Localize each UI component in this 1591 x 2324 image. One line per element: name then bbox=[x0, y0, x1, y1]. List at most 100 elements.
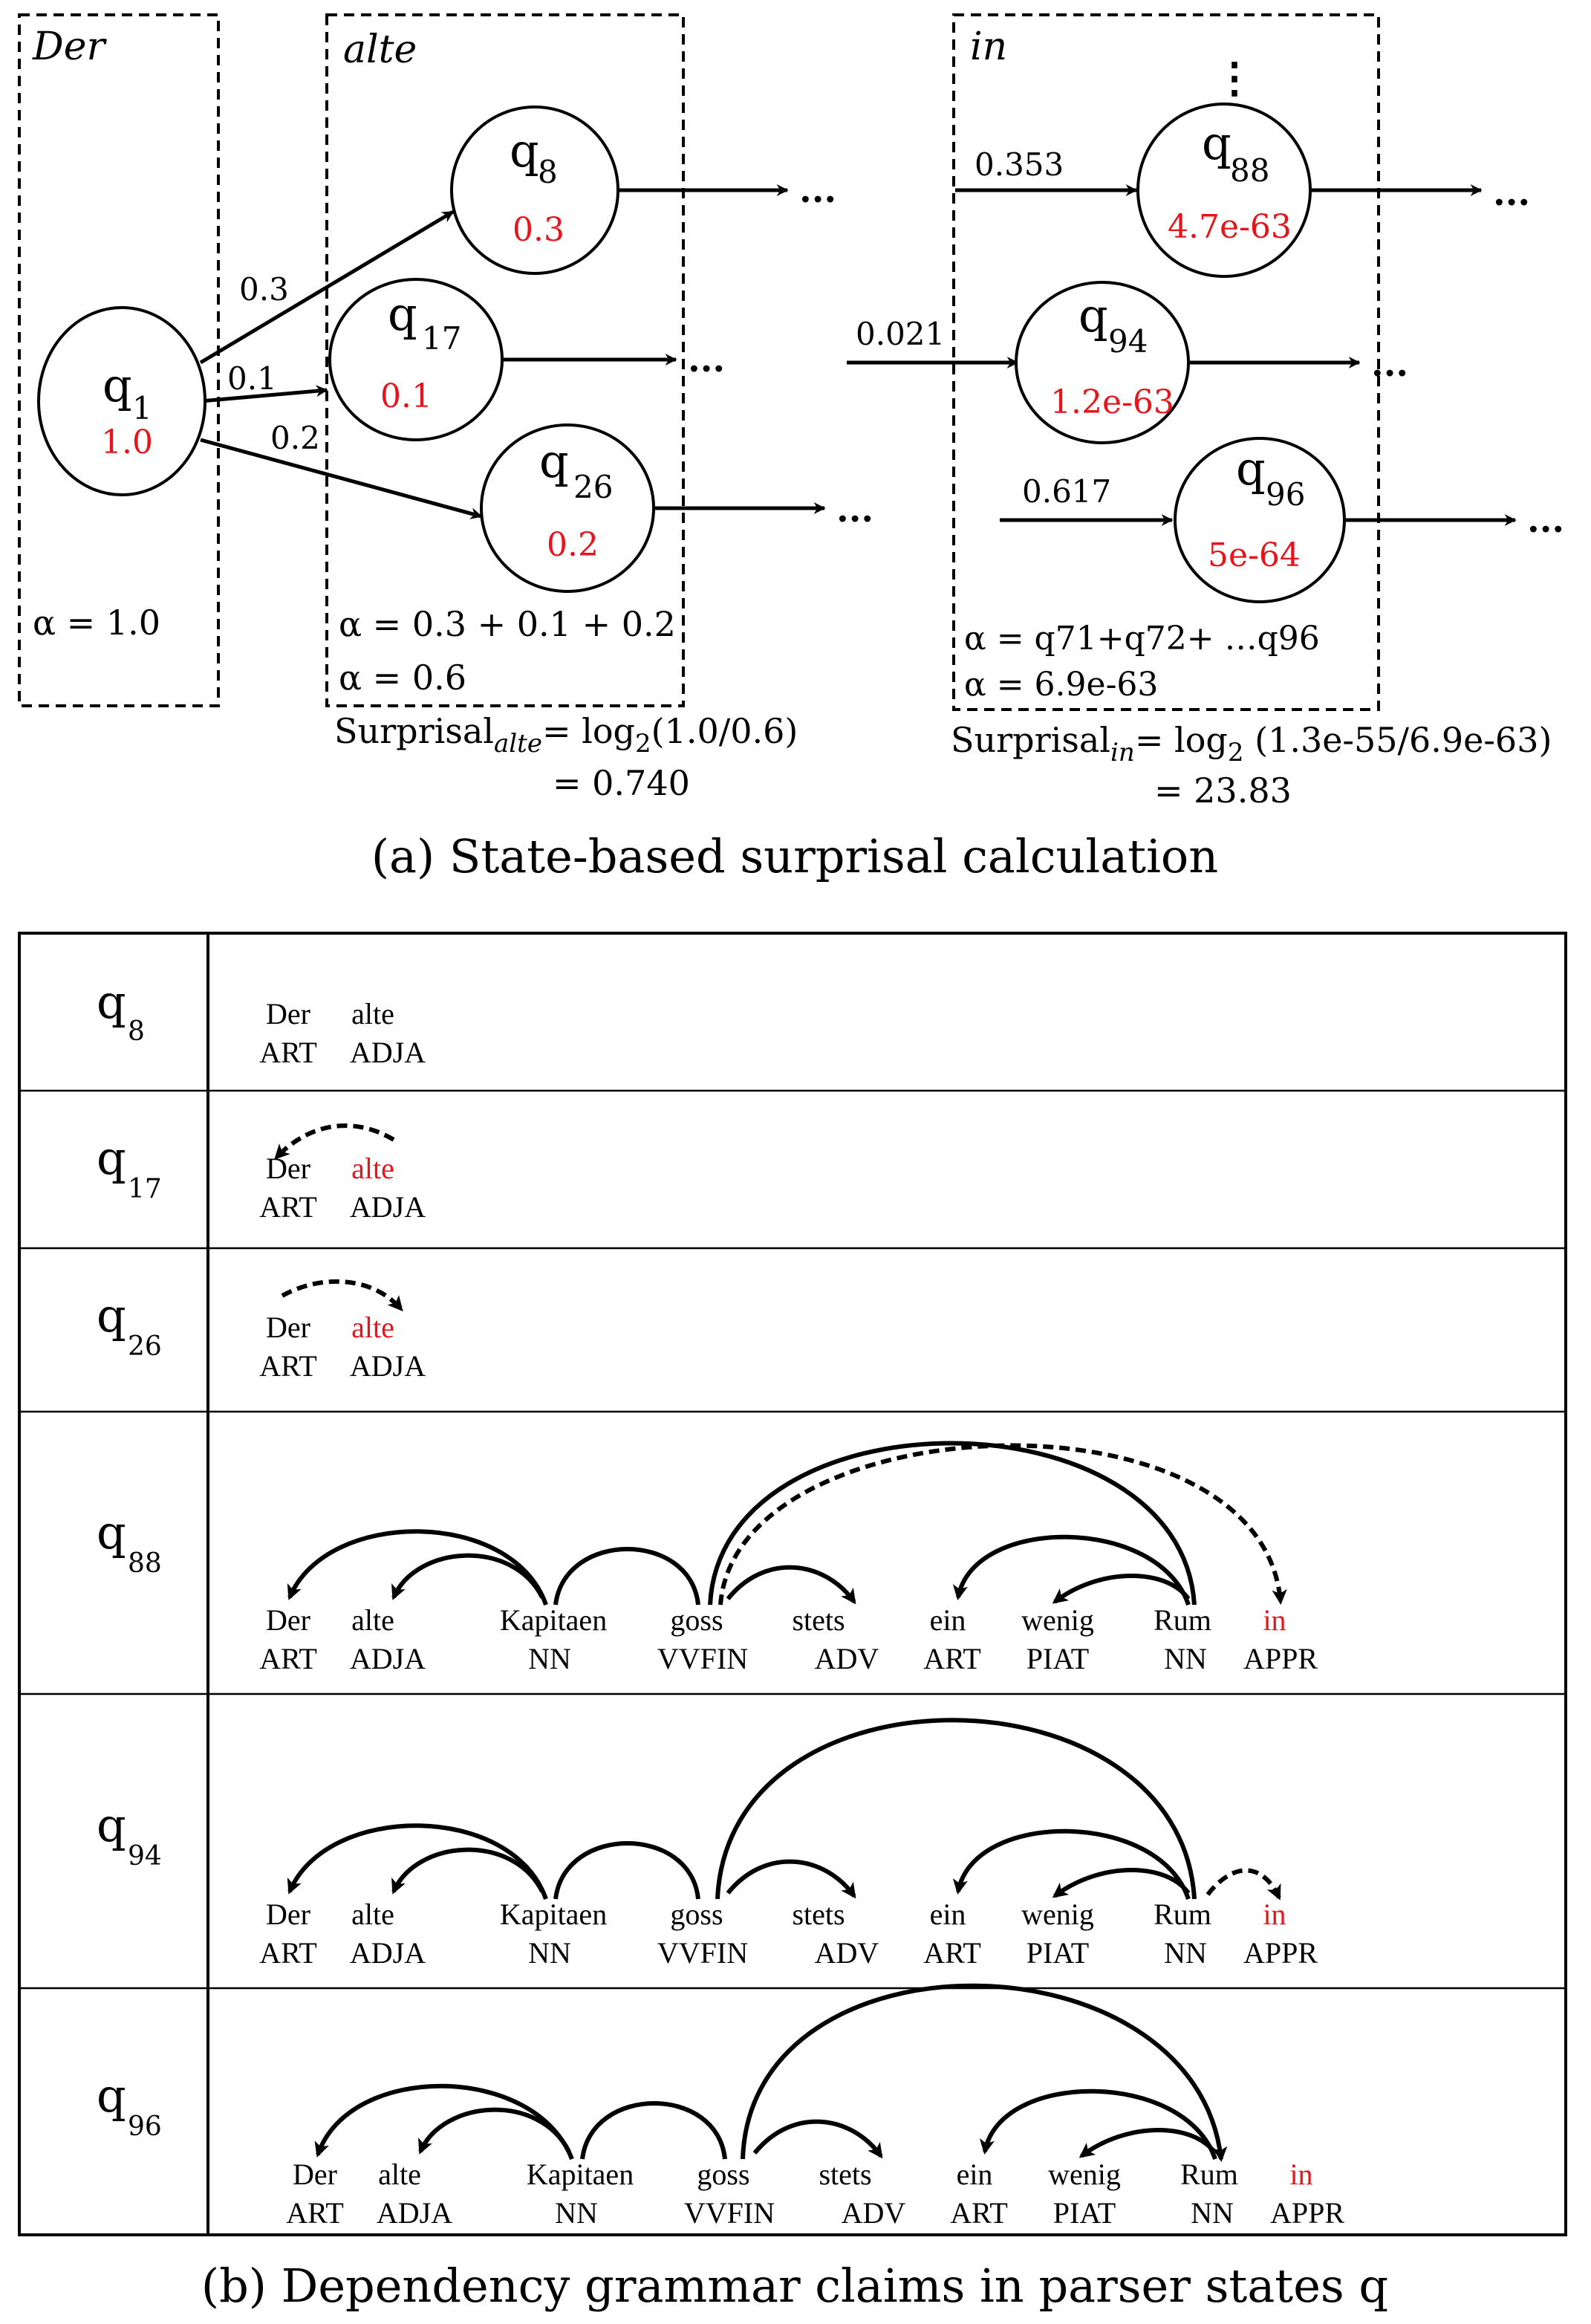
arcs-q96 bbox=[314, 1983, 1228, 2163]
edge-q1-q8 bbox=[199, 210, 455, 365]
node-q17-value: 0.1 bbox=[380, 377, 432, 415]
dep-arc bbox=[287, 1823, 548, 1900]
ellipsis-q26: ... bbox=[836, 489, 873, 530]
pos-tag: ART bbox=[259, 1936, 317, 1970]
svg-text:94: 94 bbox=[128, 1841, 162, 1872]
ellipsis-q17: ... bbox=[688, 339, 725, 380]
node-q88-value: 4.7e-63 bbox=[1168, 208, 1292, 246]
node-q8: q 8 0.3 bbox=[450, 106, 619, 275]
svg-text:17: 17 bbox=[128, 1174, 162, 1204]
sentence-word: goss bbox=[670, 1898, 723, 1931]
edge-label-0-353: 0.353 bbox=[975, 146, 1064, 183]
node-q96-value: 5e-64 bbox=[1208, 536, 1301, 574]
pos-tag: APPR bbox=[1270, 2196, 1344, 2230]
sentence-word: alte bbox=[351, 997, 394, 1030]
alpha-alte-sum: α = 0.3 + 0.1 + 0.2 bbox=[339, 604, 676, 644]
sentence-word: Kapitaen bbox=[500, 1898, 607, 1931]
pos-tag: ADV bbox=[815, 1642, 879, 1675]
svg-text:88: 88 bbox=[1230, 152, 1269, 189]
pos-tag: ADV bbox=[815, 1936, 879, 1970]
ellipsis-q8: ... bbox=[799, 169, 836, 211]
pos-tag: PIAT bbox=[1026, 1642, 1089, 1675]
sentence-word: Der bbox=[266, 1311, 310, 1344]
alpha-alte-total: α = 0.6 bbox=[339, 658, 466, 698]
box-alte-label: alte bbox=[343, 27, 417, 72]
box-in-label: in bbox=[970, 25, 1007, 69]
dep-arc-dashed bbox=[1206, 1868, 1281, 1901]
pos-tag: ADJA bbox=[350, 1349, 426, 1383]
node-q26: q 26 0.2 bbox=[480, 423, 655, 593]
svg-text:96: 96 bbox=[1266, 476, 1305, 513]
sentence-word: in bbox=[1289, 2158, 1312, 2191]
svg-text:q: q bbox=[103, 358, 132, 412]
sentence-word: alte bbox=[351, 1603, 394, 1637]
row-label-q8: q 8 bbox=[97, 975, 145, 1047]
node-q26-value: 0.2 bbox=[547, 526, 599, 564]
sentence-word: wenig bbox=[1021, 1898, 1094, 1931]
pos-tag: ART bbox=[259, 1190, 317, 1224]
panel-a: Der alte in 0.3 0.1 0.2 0.353 0.021 0.61… bbox=[18, 13, 1564, 883]
edge-label-0-021: 0.021 bbox=[856, 316, 945, 352]
dep-arc bbox=[391, 1553, 544, 1600]
alpha-in-total: α = 6.9e-63 bbox=[964, 666, 1158, 704]
dep-arc bbox=[741, 1983, 1228, 2163]
dep-arc bbox=[952, 1828, 1191, 1900]
sentence-word: Rum bbox=[1154, 1603, 1211, 1637]
sentence-word: alte bbox=[351, 1152, 394, 1185]
dep-arc bbox=[1052, 1574, 1191, 1604]
pos-tag: NN bbox=[1191, 2196, 1234, 2230]
row-label-q17: q 17 bbox=[97, 1131, 162, 1204]
pos-tag: ADJA bbox=[377, 2196, 452, 2230]
node-q88: q 88 4.7e-63 bbox=[1136, 103, 1312, 278]
row-label-q94: q 94 bbox=[97, 1798, 162, 1872]
sentence-word: stets bbox=[792, 1898, 845, 1931]
pos-tag: ART bbox=[259, 1349, 317, 1383]
dep-arc-dashed bbox=[718, 1443, 1287, 1606]
svg-text:17: 17 bbox=[422, 320, 461, 357]
dep-arc bbox=[726, 1859, 856, 1899]
sentence-word: Rum bbox=[1180, 2158, 1238, 2191]
surprisal-alte-result: = 0.740 bbox=[553, 763, 690, 803]
arcs-q88 bbox=[287, 1441, 1287, 1606]
svg-text:q: q bbox=[1202, 116, 1232, 170]
alpha-in-sum: α = q71+q72+ …q96 bbox=[964, 620, 1320, 658]
dep-arc bbox=[726, 1565, 856, 1605]
surprisal-in-result: = 23.83 bbox=[1154, 770, 1292, 811]
sentence-word: Der bbox=[266, 1152, 310, 1185]
sentence-word: Der bbox=[266, 1603, 310, 1637]
svg-text:q: q bbox=[539, 434, 569, 488]
node-q17: q 17 0.1 bbox=[328, 278, 504, 441]
sentence-word: wenig bbox=[1048, 2158, 1121, 2191]
svg-text:8: 8 bbox=[538, 154, 558, 190]
edge-label-0-3: 0.3 bbox=[239, 271, 289, 308]
surprisal-in-formula: Surprisalin= log2 (1.3e-55/6.9e-63) bbox=[951, 720, 1552, 767]
ellipsis-q94: ... bbox=[1371, 343, 1408, 385]
vertical-ellipsis: ⋮ bbox=[1214, 53, 1255, 103]
dep-arc bbox=[1052, 1868, 1191, 1898]
sentence-word: alte bbox=[351, 1311, 394, 1344]
sentence-word: Kapitaen bbox=[527, 2158, 634, 2191]
pos-tag: NN bbox=[555, 2196, 598, 2230]
sentence-word: goss bbox=[670, 1603, 723, 1637]
dep-arc-dashed bbox=[281, 1279, 403, 1312]
pos-tag: ART bbox=[259, 1036, 317, 1069]
pos-tag: NN bbox=[1164, 1642, 1207, 1675]
edge-label-0-1: 0.1 bbox=[227, 360, 277, 397]
pos-tag: ADJA bbox=[350, 1642, 426, 1675]
svg-text:q: q bbox=[97, 975, 126, 1029]
dep-arc bbox=[391, 1847, 544, 1895]
svg-text:q: q bbox=[1236, 441, 1266, 496]
sentence-word: in bbox=[1263, 1898, 1286, 1931]
dep-arc bbox=[752, 2119, 883, 2159]
svg-text:96: 96 bbox=[128, 2112, 162, 2142]
svg-text:q: q bbox=[97, 1131, 126, 1185]
pos-tag: VVFIN bbox=[657, 1936, 748, 1970]
pos-tag: ART bbox=[923, 1936, 981, 1970]
svg-text:94: 94 bbox=[1108, 323, 1148, 360]
pos-tag: ART bbox=[259, 1642, 317, 1675]
sentence-word: Kapitaen bbox=[500, 1603, 607, 1637]
sentence-word: alte bbox=[351, 1898, 394, 1931]
svg-text:q: q bbox=[388, 287, 417, 341]
